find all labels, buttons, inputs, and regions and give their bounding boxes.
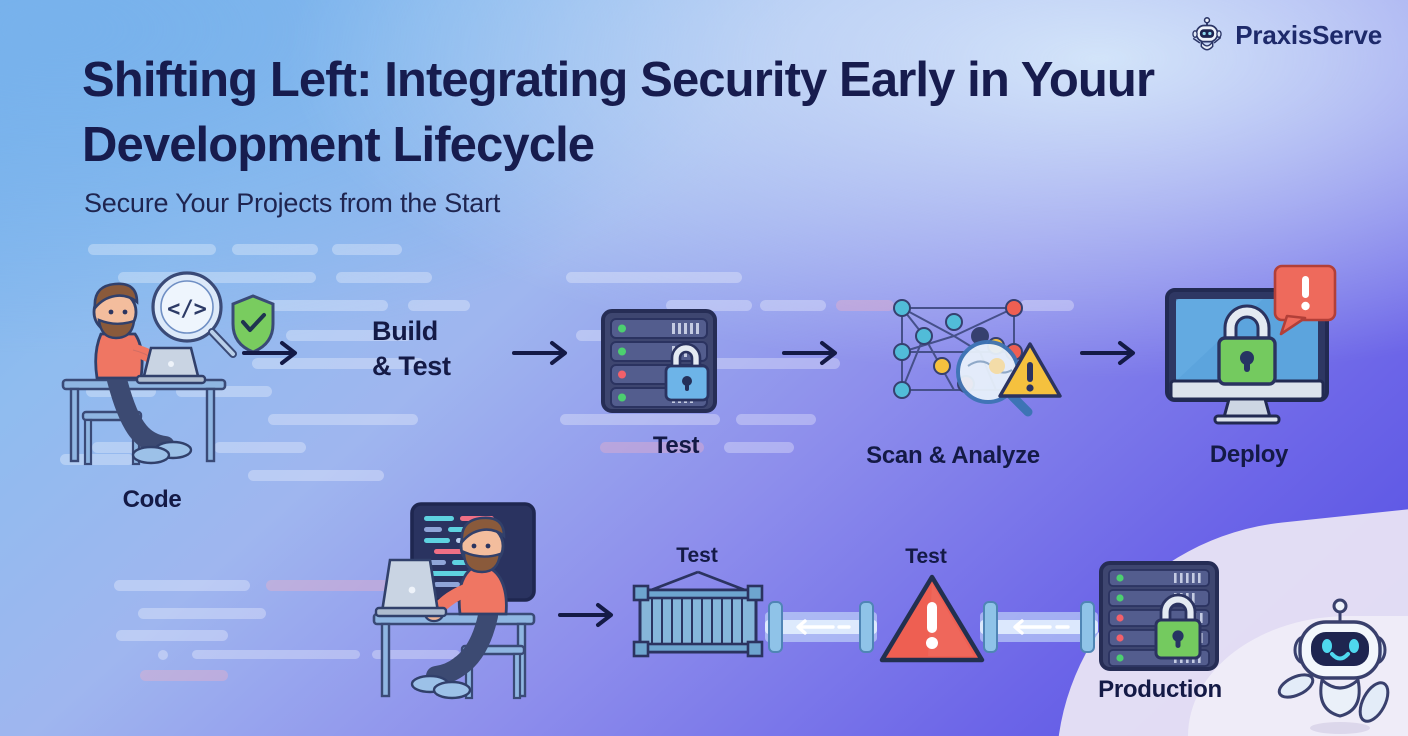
stage-label-production: Production bbox=[1098, 676, 1222, 703]
stage-icon-production-server bbox=[1098, 560, 1220, 672]
stage-label-build-test: Build & Test bbox=[372, 314, 451, 383]
pipeline-pipe-segment-1 bbox=[765, 596, 877, 658]
stage-icon-warning-triangle bbox=[878, 572, 986, 664]
stage-label-code: Code bbox=[122, 486, 182, 513]
pipeline-arrow-1 bbox=[242, 338, 304, 368]
pipeline-arrow-bottom-1 bbox=[558, 600, 620, 630]
pipeline-pipe-segment-2 bbox=[980, 596, 1098, 658]
stage-icon-test-server bbox=[600, 308, 728, 416]
robot-mascot-icon bbox=[1188, 16, 1226, 54]
brand-logo[interactable]: PraxisServe bbox=[1188, 16, 1382, 54]
label-alert-test: Test bbox=[905, 545, 947, 568]
pipeline-arrow-2 bbox=[512, 338, 574, 368]
stage-icon-scan-analyze bbox=[884, 292, 1062, 417]
brand-name: PraxisServe bbox=[1235, 19, 1382, 50]
robot-mascot-illustration bbox=[1277, 594, 1402, 736]
page-title: Shifting Left: Integrating Security Earl… bbox=[82, 53, 1155, 172]
svg-text:</>: </> bbox=[167, 297, 207, 322]
stage-icon-developer-monitor bbox=[368, 498, 564, 704]
stage-icon-shipping-container bbox=[630, 568, 770, 666]
stage-label-test: Test bbox=[652, 432, 700, 459]
stage-icon-deploy bbox=[1163, 262, 1343, 425]
page-subtitle: Secure Your Projects from the Start bbox=[84, 188, 501, 218]
stage-icon-code: </> bbox=[55, 262, 285, 477]
pipeline-arrow-3 bbox=[782, 338, 844, 368]
stage-label-deploy: Deploy bbox=[1209, 441, 1289, 468]
stage-label-scan-analyze: Scan & Analyze bbox=[866, 442, 1040, 469]
label-container-test: Test bbox=[676, 544, 718, 567]
stage-label-build-line1: Build bbox=[372, 316, 438, 346]
stage-label-build-line2: & Test bbox=[372, 350, 451, 381]
pipeline-arrow-4 bbox=[1080, 338, 1142, 368]
